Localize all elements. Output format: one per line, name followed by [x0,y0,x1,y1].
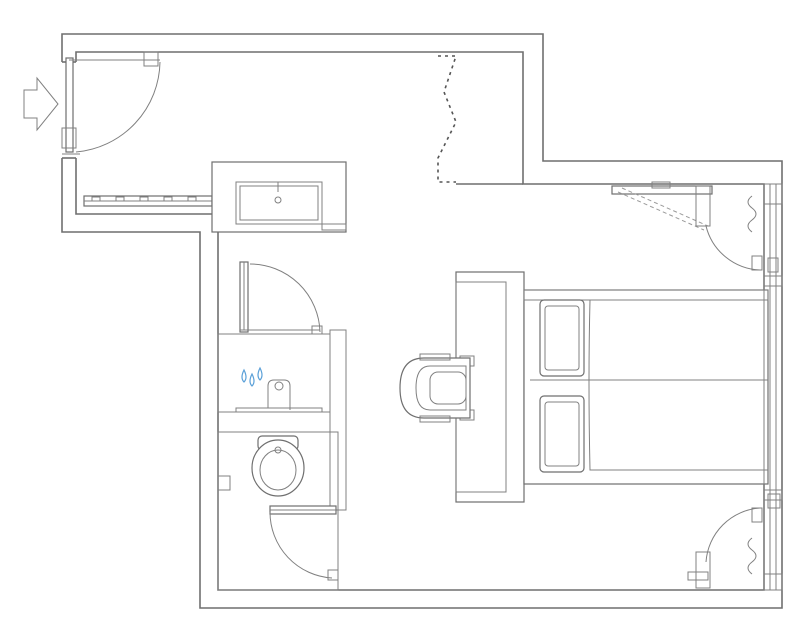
curtain-top [747,195,757,233]
folding-partition [437,55,458,183]
pillow-top [539,299,585,377]
entrance-door[interactable] [61,51,161,155]
entrance-arrow-icon [23,76,59,132]
shower [217,329,347,511]
water-drops-icon [241,366,263,387]
wardrobe [83,195,213,207]
washbasin-vanity [211,161,347,233]
balcony-door-bottom[interactable] [687,493,781,589]
balcony-door-top[interactable] [611,181,779,273]
curtain-bottom [747,537,757,575]
bathroom-door[interactable] [239,261,323,335]
toilet-room [217,431,339,591]
toilet-door[interactable] [269,505,339,581]
window-wall [763,183,783,591]
toilet [251,435,305,497]
desk-chair [399,353,471,423]
pillow-bottom [539,395,585,473]
